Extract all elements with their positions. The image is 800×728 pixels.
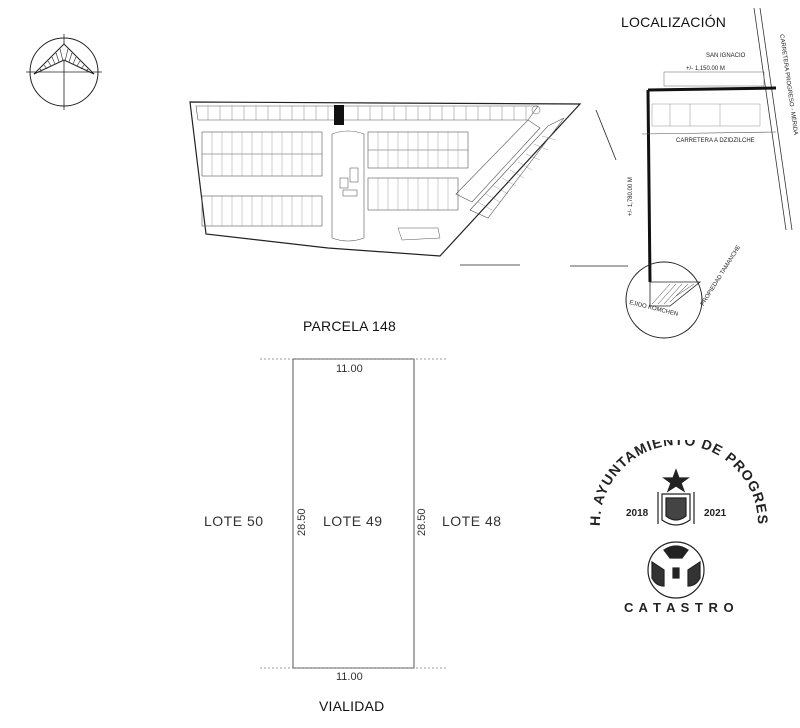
top-distance-label: +/- 1,150.00 M — [686, 66, 725, 72]
location-title: LOCALIZACIÓN — [621, 14, 727, 30]
road-label: VIALIDAD — [319, 698, 385, 714]
lot-right-dimension: 28.50 — [416, 508, 428, 536]
plan-outline — [189, 101, 582, 257]
seal-emblem-icon — [647, 541, 705, 599]
lot-top-dimension: 11.00 — [336, 363, 363, 375]
location-map — [625, 7, 793, 339]
parcel-title: PARCELA 148 — [303, 318, 396, 334]
lot-50-label: LOTE 50 — [204, 513, 264, 529]
north-arrow-icon — [26, 34, 102, 110]
municipal-stamp: H. AYUNTAMIENTO DE PROGRESO 2018 2021 C … — [578, 440, 770, 615]
lot-bottom-dimension: 11.00 — [336, 671, 363, 683]
lot-48-label: LOTE 48 — [442, 513, 502, 529]
leader-lines — [460, 109, 628, 267]
lot-plan — [260, 358, 448, 669]
lot-left-dimension: 28.50 — [296, 508, 308, 536]
carretera-dzidzilche-label: CARRETERA A DZIDZILCHE — [676, 138, 755, 144]
highlighted-lot — [334, 105, 344, 125]
coat-of-arms-icon — [657, 468, 695, 526]
stamp-year-left: 2018 — [626, 508, 649, 519]
lot-49-label: LOTE 49 — [323, 513, 383, 529]
san-ignacio-label: SAN IGNACIO — [706, 53, 746, 59]
location-circle — [625, 261, 703, 339]
stamp-bottom-text: C A T A S T R O — [624, 600, 735, 615]
site-parcel — [649, 281, 702, 307]
subdivision-plan — [189, 101, 582, 257]
stamp-year-right: 2021 — [704, 508, 727, 519]
